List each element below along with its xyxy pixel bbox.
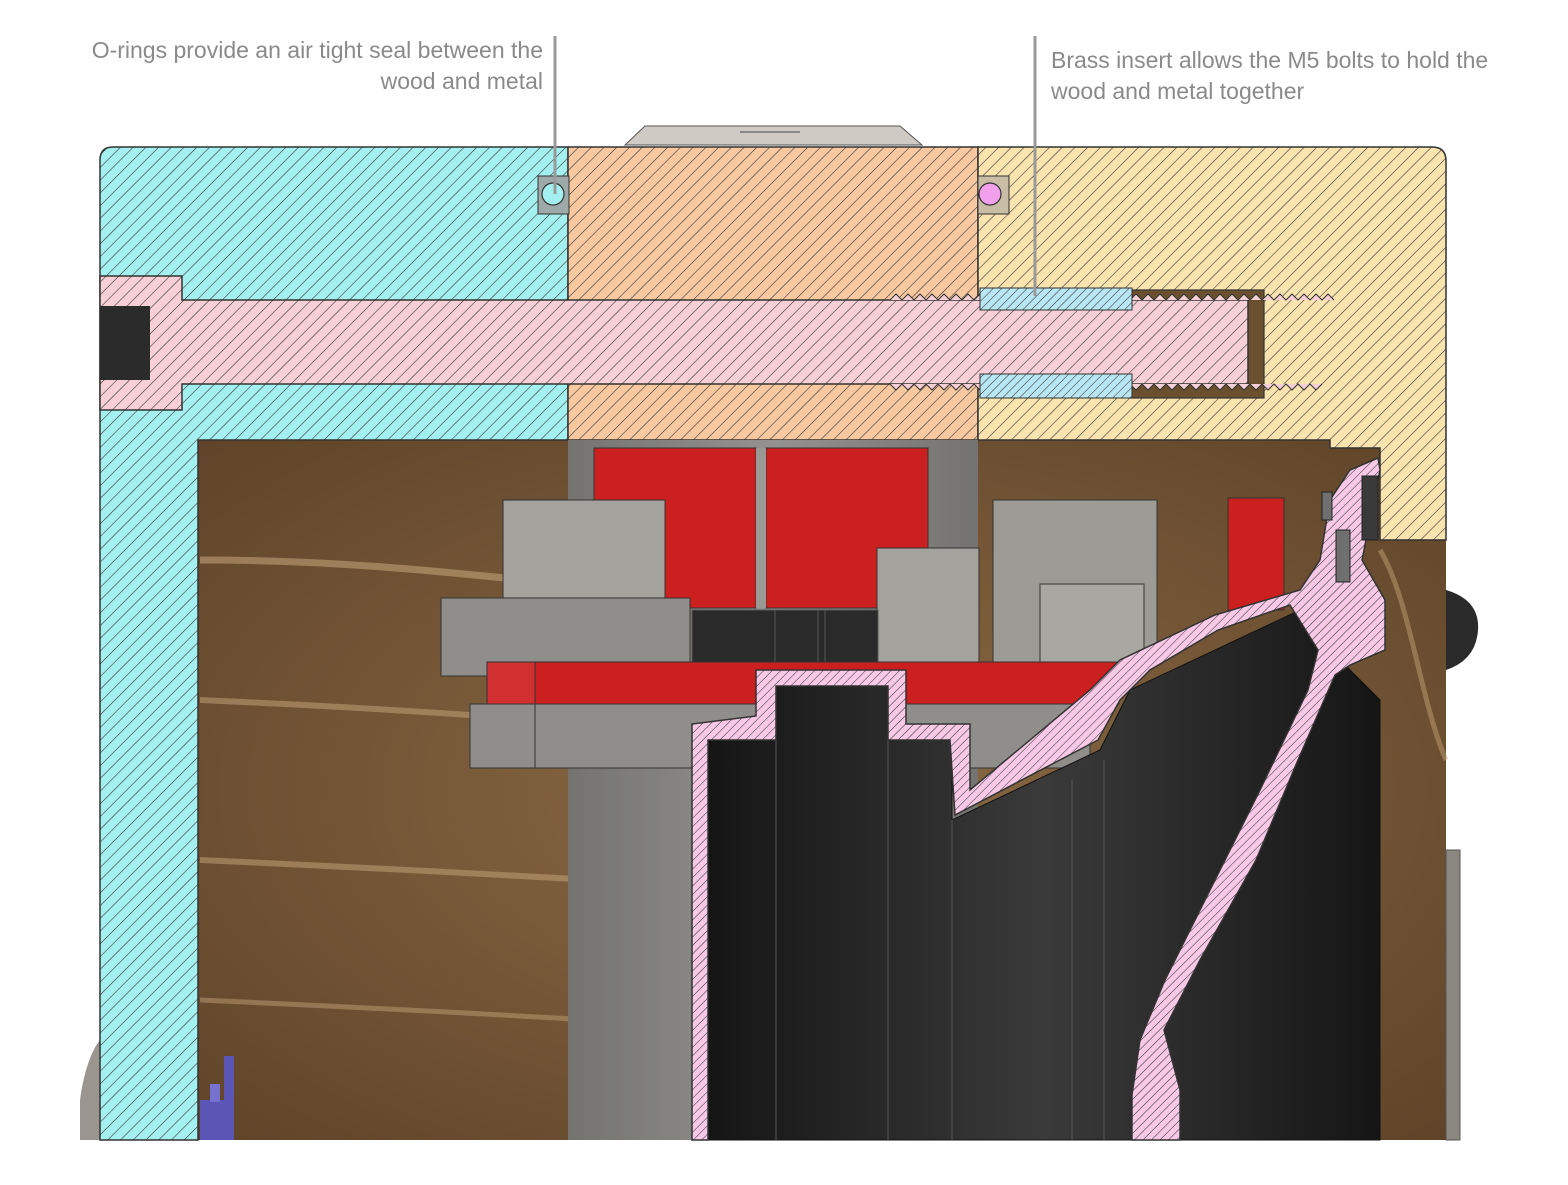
brass-insert-callout-line2: wood and metal together [1051, 78, 1305, 104]
o-ring-callout-line2: wood and metal [380, 68, 543, 94]
purple-piece [200, 1100, 224, 1140]
brass-insert-callout-line1: Brass insert allows the M5 bolts to hold… [1051, 47, 1489, 73]
o-ring-cyan [541, 182, 565, 206]
brass-insert-callout: Brass insert allows the M5 bolts to hold… [1051, 45, 1551, 107]
right-knob [1446, 590, 1479, 670]
top-screw-head [623, 125, 924, 146]
grey-block-center [876, 547, 980, 665]
o-ring-callout: O-rings provide an air tight seal betwee… [0, 35, 543, 97]
bolt-hex-socket [100, 306, 150, 380]
red-block-right [1227, 497, 1285, 611]
grey-block-left-top [502, 499, 666, 601]
black-chip-row [691, 609, 879, 667]
o-ring-magenta [978, 182, 1002, 206]
o-ring-callout-line1: O-rings provide an air tight seal betwee… [91, 37, 543, 63]
